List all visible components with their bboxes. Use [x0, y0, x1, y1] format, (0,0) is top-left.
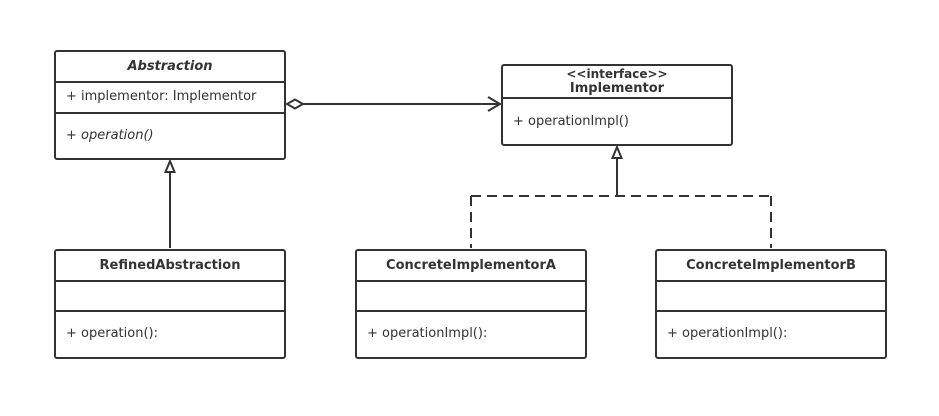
hollow-triangle-arrowhead: [611, 144, 623, 159]
class-abstraction[interactable]: Abstraction + implementor: Implementor +…: [54, 50, 286, 160]
class-refined-abstraction[interactable]: RefinedAbstraction + operation():: [54, 249, 286, 359]
class-name-section: ConcreteImplementorA: [357, 251, 585, 282]
operation: + operation():: [66, 326, 158, 341]
class-name: ConcreteImplementorA: [386, 258, 556, 273]
operations-section: + operationImpl():: [357, 312, 585, 357]
hollow-triangle-arrowhead: [164, 158, 176, 173]
attribute: + implementor: Implementor: [66, 89, 257, 104]
operation: + operationImpl(): [513, 114, 629, 129]
attributes-section: [357, 282, 585, 312]
attributes-section: + implementor: Implementor: [56, 83, 284, 114]
operations-section: + operationImpl():: [657, 312, 885, 357]
class-name: ConcreteImplementorB: [686, 258, 856, 273]
open-arrowhead: [487, 96, 502, 112]
interface-implementor[interactable]: <<interface>> Implementor + operationImp…: [501, 64, 733, 146]
class-name: RefinedAbstraction: [99, 258, 241, 273]
operations-section: + operation(): [56, 114, 284, 158]
class-name-section: ConcreteImplementorB: [657, 251, 885, 282]
aggregation-connector: [284, 96, 502, 112]
class-concrete-implementor-b[interactable]: ConcreteImplementorB + operationImpl():: [655, 249, 887, 359]
class-name-section: <<interface>> Implementor: [503, 66, 731, 99]
attributes-section: [56, 282, 284, 312]
class-name-section: RefinedAbstraction: [56, 251, 284, 282]
realization-connector: [470, 144, 772, 248]
operations-section: + operation():: [56, 312, 284, 357]
class-name: Implementor: [569, 81, 665, 96]
operation: + operation(): [66, 128, 154, 143]
operation: + operationImpl():: [367, 326, 488, 341]
operation: + operationImpl():: [667, 326, 788, 341]
stereotype-label: <<interface>>: [566, 67, 668, 81]
attributes-section: [657, 282, 885, 312]
aggregation-diamond: [284, 98, 306, 110]
class-name: Abstraction: [127, 59, 213, 74]
class-concrete-implementor-a[interactable]: ConcreteImplementorA + operationImpl():: [355, 249, 587, 359]
class-name-section: Abstraction: [56, 52, 284, 83]
operations-section: + operationImpl(): [503, 99, 731, 144]
generalization-connector: [164, 158, 176, 248]
